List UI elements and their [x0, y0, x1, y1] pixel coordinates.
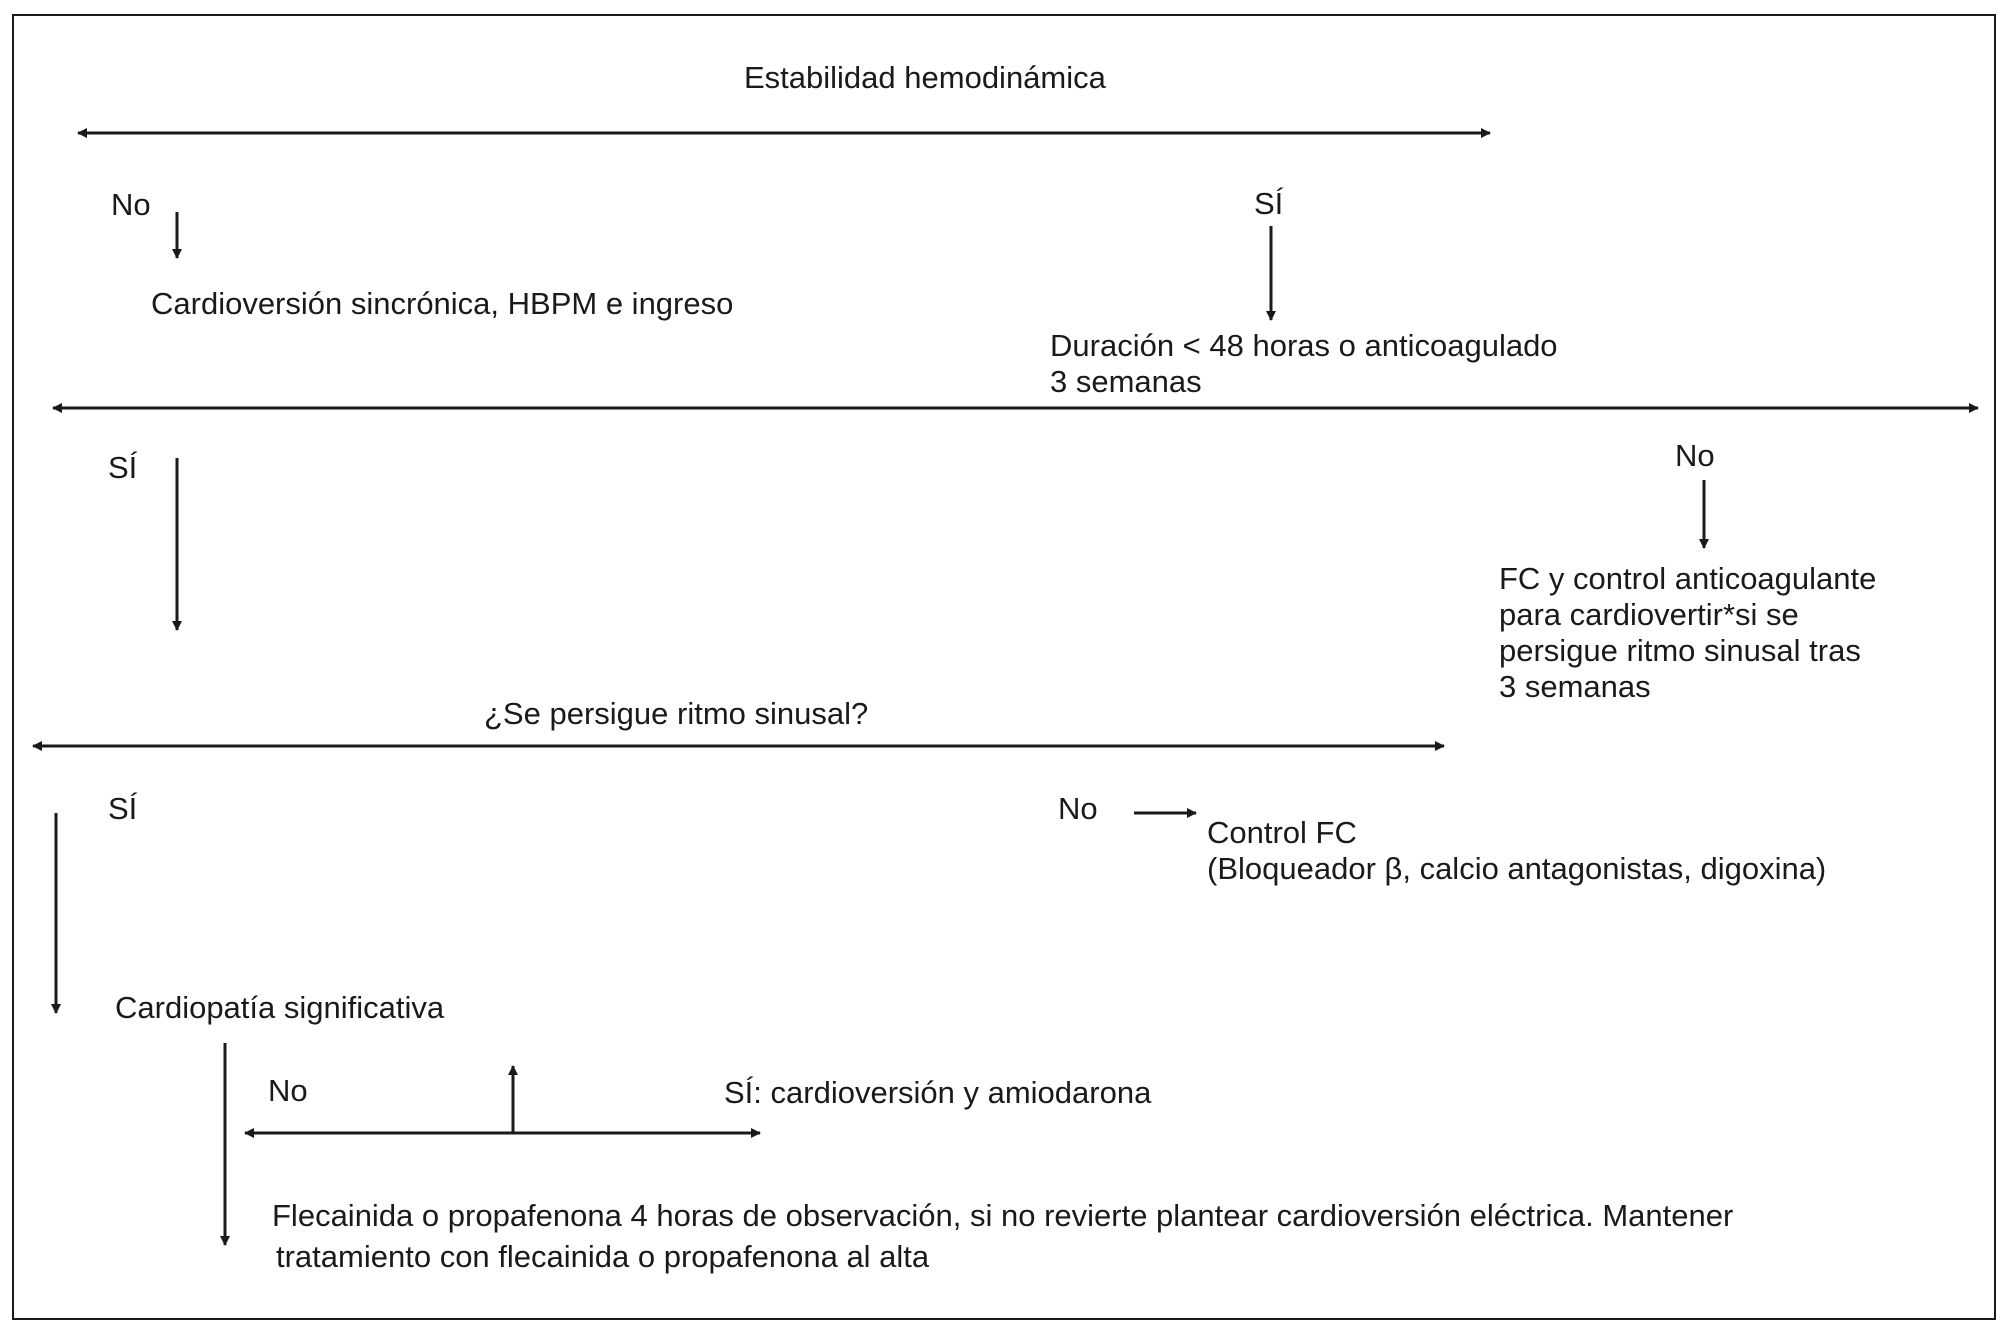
duration-label-line1: Duración < 48 horas o anticoagulado	[1050, 328, 1558, 363]
control-fc-line2: (Bloqueador β, calcio antagonistas, digo…	[1207, 851, 1827, 886]
significant-cardiopathy-label: Cardiopatía significativa	[115, 990, 445, 1025]
duration-yes-label: SÍ	[108, 450, 138, 485]
stability-no-label: No	[111, 187, 151, 222]
cardiopathy-yes-label: SÍ: cardioversión y amiodarona	[724, 1075, 1152, 1110]
control-fc-line1: Control FC	[1207, 815, 1357, 850]
sync-cardioversion-label: Cardioversión sincrónica, HBPM e ingreso	[151, 286, 734, 321]
fc-control-anticoag-label: FC y control anticoagulante para cardiov…	[1499, 561, 1877, 704]
sinus-yes-label: SÍ	[108, 791, 138, 826]
duration-label-line2: 3 semanas	[1050, 364, 1202, 399]
flecainide-label-line2: tratamiento con flecainida o propafenona…	[276, 1239, 930, 1274]
stability-yes-label: SÍ	[1254, 186, 1284, 221]
duration-no-label: No	[1675, 438, 1715, 473]
sinus-no-label: No	[1058, 791, 1098, 826]
cardiopathy-no-label: No	[268, 1073, 308, 1108]
flecainide-label-line1: Flecainida o propafenona 4 horas de obse…	[272, 1198, 1734, 1233]
sinus-rhythm-question-label: ¿Se persigue ritmo sinusal?	[484, 696, 869, 731]
diagram-frame	[12, 14, 1996, 1320]
hemodynamic-stability-label: Estabilidad hemodinámica	[744, 60, 1106, 95]
